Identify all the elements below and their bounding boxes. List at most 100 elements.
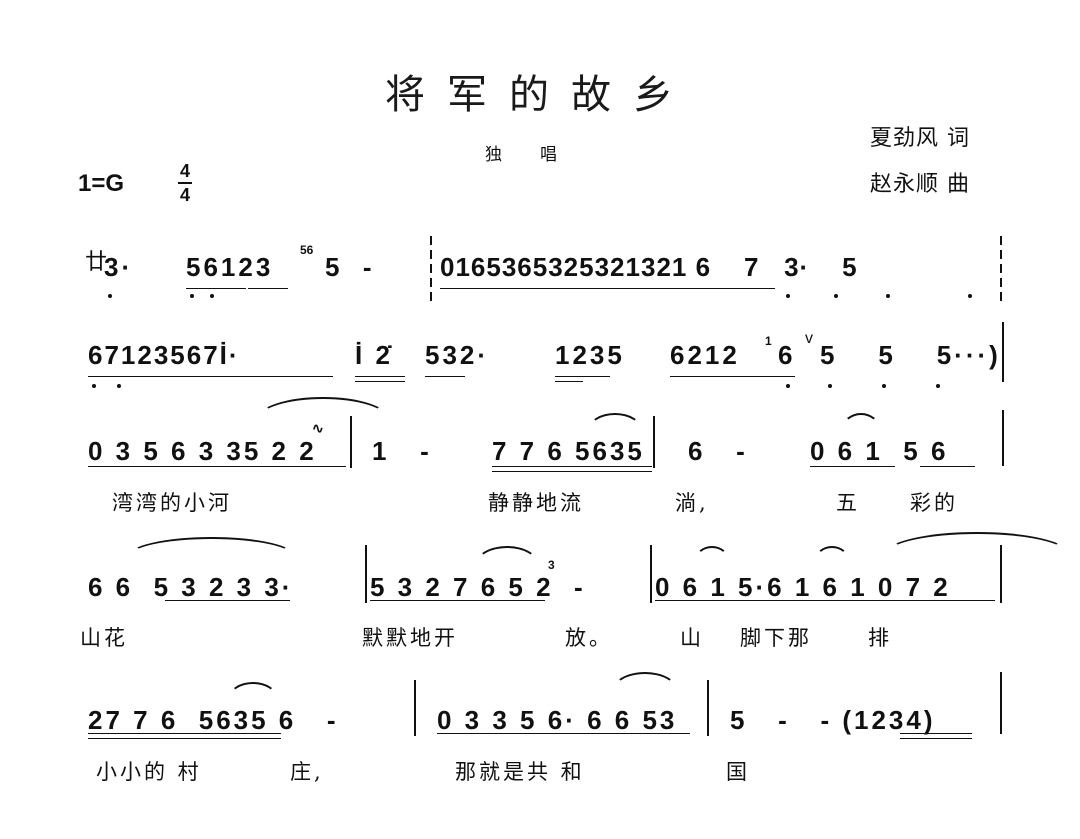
lyric-line: 放。 xyxy=(565,626,613,650)
time-signature: 4 4 xyxy=(175,160,195,206)
notes-m3b: 0 6 1 5 6 xyxy=(810,436,949,466)
beam xyxy=(88,738,281,739)
slur xyxy=(612,672,678,710)
lyric-line: 默默地开 xyxy=(362,626,458,650)
barline xyxy=(350,416,352,468)
beam xyxy=(88,733,281,734)
notes-m2: 1 - xyxy=(372,436,432,466)
notes-m2: 0 3 3 5 6· 6 6 53 xyxy=(437,705,678,735)
barline xyxy=(414,680,416,736)
barline xyxy=(1000,672,1002,734)
notes-m1: 27 7 6 5635 6 - xyxy=(88,705,339,735)
beam xyxy=(670,376,795,377)
octave-dot xyxy=(92,384,96,388)
lyric-line: 淌, xyxy=(675,491,709,515)
slur xyxy=(842,413,880,445)
octave-dot xyxy=(108,294,112,298)
time-signature-bottom: 4 xyxy=(179,185,190,205)
slur xyxy=(257,397,389,441)
octave-dot xyxy=(886,294,890,298)
notes-cadenza: 0165365325321321 6 7 3· 5 xyxy=(440,252,858,282)
lyric-line: 国 xyxy=(726,760,750,784)
beam xyxy=(440,288,775,289)
octave-dot xyxy=(786,384,790,388)
octave-dot xyxy=(968,294,972,298)
beam xyxy=(88,466,346,467)
slur xyxy=(695,546,729,574)
song-title: 将军的故乡 xyxy=(385,72,695,118)
beam xyxy=(492,466,652,467)
slur xyxy=(885,532,1069,576)
slur xyxy=(475,546,539,584)
octave-dot xyxy=(117,384,121,388)
breath-mark: v xyxy=(805,330,813,347)
notes-m1: 0 3 5 6 3 35 2 2 xyxy=(88,436,317,466)
octave-dot xyxy=(936,384,940,388)
notes-m3: 6 - xyxy=(688,436,748,466)
lyricist-credit: 夏劲风 词 xyxy=(870,126,970,151)
dashed-barline xyxy=(1000,236,1002,302)
notes-scale: 67123567İ· xyxy=(88,340,240,370)
beam xyxy=(355,381,405,382)
lyric-line: 庄, xyxy=(290,760,324,784)
notes-intro: 3· xyxy=(104,252,134,282)
grace-notes: 56 xyxy=(300,243,314,257)
notes-hold: 5 - xyxy=(325,252,375,282)
barline xyxy=(650,545,652,603)
beam xyxy=(900,738,972,739)
lyric-line: 那就是共 和 xyxy=(455,760,585,784)
slur xyxy=(588,413,642,447)
barline xyxy=(707,680,709,736)
beam xyxy=(492,471,652,472)
beam xyxy=(355,376,405,377)
time-signature-divider xyxy=(178,182,192,184)
lyric-line: 静静地流 xyxy=(488,491,584,515)
beam xyxy=(186,288,246,289)
beam xyxy=(810,466,895,467)
lyric-line: 湾湾的小河 xyxy=(112,491,232,515)
beam xyxy=(437,733,690,734)
octave-dot xyxy=(786,294,790,298)
beam xyxy=(920,466,975,467)
notes-1235: 1235 xyxy=(555,340,625,370)
free-tempo-mark: 廿 xyxy=(85,249,108,274)
notes-m2b: 7 7 6 5635 xyxy=(492,436,645,466)
octave-dot xyxy=(828,384,832,388)
lyric-line: 小小的 村 xyxy=(96,760,202,784)
octave-dot xyxy=(190,294,194,298)
lyric-line: 彩的 xyxy=(910,491,958,515)
notes-ending: 5 5 5···) xyxy=(820,340,1001,370)
octave-dot xyxy=(834,294,838,298)
notes-m3: 5 - - (1234) xyxy=(730,705,936,735)
lyric-line: 排 xyxy=(868,626,892,650)
notes-m3: 0 6 1 5·6 1 6 1 0 7 2 xyxy=(655,572,951,602)
trill-mark: ∿ xyxy=(312,420,324,436)
notes-6212: 6212 xyxy=(670,340,740,370)
beam xyxy=(555,381,583,382)
lyric-line: 脚下那 xyxy=(740,626,812,650)
barline xyxy=(365,545,367,603)
beam xyxy=(655,600,995,601)
octave-dot xyxy=(210,294,214,298)
slur xyxy=(127,537,296,577)
notes-run: 56123 xyxy=(186,252,274,282)
notes-6: 6 xyxy=(778,340,796,370)
notes-high: İ 2̇ xyxy=(355,340,393,370)
notes-m2: 5 3 2 7 6 5 2 - xyxy=(370,572,586,602)
grace-note: 3 xyxy=(548,558,555,572)
notes-m1: 6 6 5 3 2 3 3· xyxy=(88,572,294,602)
slur xyxy=(815,546,849,574)
grace-note: 1 xyxy=(765,334,772,348)
octave-dot xyxy=(882,384,886,388)
beam xyxy=(425,376,465,377)
composer-credit: 赵永顺 曲 xyxy=(870,172,970,197)
beam xyxy=(900,733,972,734)
slur xyxy=(228,682,278,716)
lyric-line: 山 xyxy=(680,626,704,650)
beam xyxy=(555,376,610,377)
notes-532: 532· xyxy=(425,340,490,370)
lyric-line: 山花 xyxy=(80,626,128,650)
beam xyxy=(88,376,333,377)
barline xyxy=(1000,545,1002,603)
lyric-line: 五 xyxy=(836,491,860,515)
